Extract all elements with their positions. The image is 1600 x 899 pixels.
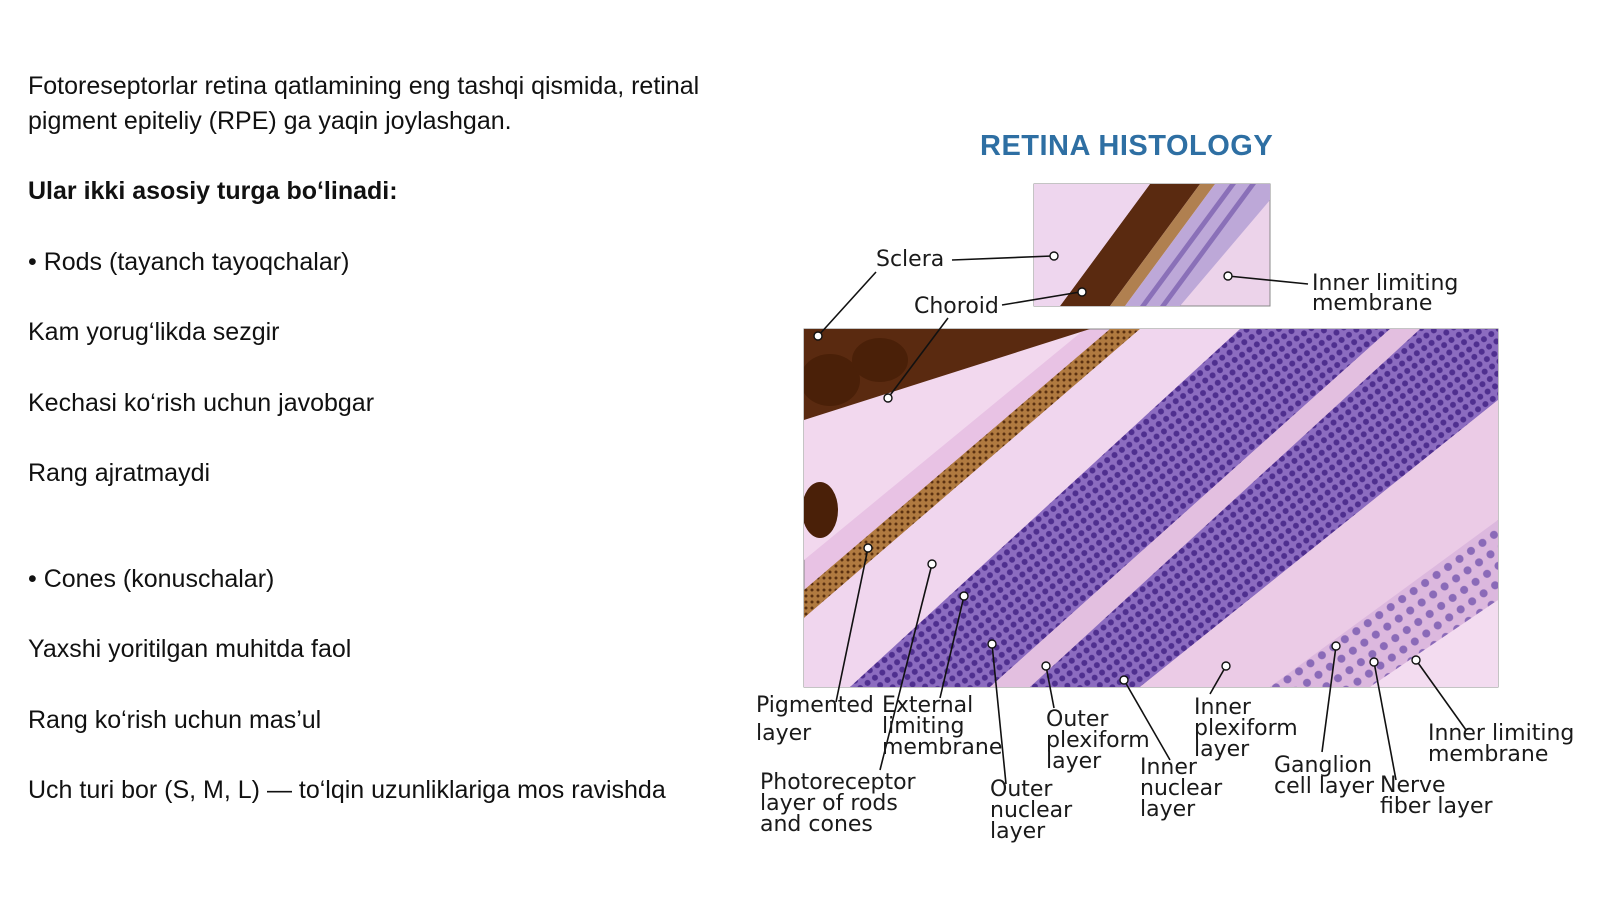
label-choroid: Choroid bbox=[914, 294, 999, 319]
figure-title: RETINA HISTOLOGY bbox=[980, 130, 1274, 162]
label-gcl-2: cell layer bbox=[1274, 774, 1375, 799]
label-inl-1: Inner bbox=[1140, 755, 1198, 780]
cones-title: • Cones (konuschalar) bbox=[28, 565, 275, 593]
label-onl-1: Outer bbox=[990, 777, 1053, 802]
label-onl-3: layer bbox=[990, 819, 1046, 844]
label-ipl-3: layer bbox=[1194, 737, 1250, 762]
label-ilm-top-2: membrane bbox=[1312, 291, 1432, 316]
figure-labels: Sclera Choroid Inner limiting membrane P… bbox=[756, 247, 1574, 844]
main-micrograph bbox=[803, 328, 1499, 688]
label-gcl-1: Ganglion bbox=[1274, 753, 1372, 778]
label-ipl-2: plexiform bbox=[1194, 716, 1298, 741]
cones-item-2: Rang ko‘rish uchun mas’ul bbox=[28, 706, 322, 734]
label-ilm-1: Inner limiting bbox=[1428, 721, 1574, 746]
label-pigmented-2: layer bbox=[756, 721, 812, 746]
label-ilm-2: membrane bbox=[1428, 742, 1548, 767]
label-inl-3: layer bbox=[1140, 797, 1196, 822]
label-opl-1: Outer bbox=[1046, 707, 1109, 732]
intro-line-2: pigment epiteliy (RPE) ga yaqin joylashg… bbox=[28, 107, 512, 135]
rods-item-3: Rang ajratmaydi bbox=[28, 459, 211, 487]
label-pigmented-1: Pigmented bbox=[756, 693, 874, 718]
cones-item-1: Yaxshi yoritilgan muhitda faol bbox=[28, 635, 352, 663]
section-heading: Ular ikki asosiy turga bo‘linadi: bbox=[28, 177, 398, 205]
label-nfl-2: fiber layer bbox=[1380, 794, 1494, 819]
label-ipl-1: Inner bbox=[1194, 695, 1252, 720]
label-inl-2: nuclear bbox=[1140, 776, 1223, 801]
intro-line-1: Fotoreseptorlar retina qatlamining eng t… bbox=[28, 72, 700, 100]
label-opl-3: layer bbox=[1046, 749, 1102, 774]
leader-lines bbox=[817, 255, 1467, 785]
label-elm-2: limiting bbox=[882, 714, 964, 739]
label-nfl-1: Nerve bbox=[1380, 773, 1446, 798]
label-photo-3: and cones bbox=[760, 812, 873, 837]
label-opl-2: plexiform bbox=[1046, 728, 1150, 753]
label-sclera: Sclera bbox=[876, 247, 944, 272]
label-onl-2: nuclear bbox=[990, 798, 1073, 823]
label-photo-2: layer of rods bbox=[760, 791, 898, 816]
leader-endpoints bbox=[813, 251, 1421, 685]
label-photo-1: Photoreceptor bbox=[760, 770, 917, 795]
cones-item-3: Uch turi bor (S, M, L) — to‘lqin uzunlik… bbox=[28, 776, 666, 804]
inset-micrograph bbox=[1033, 183, 1271, 307]
rods-title: • Rods (tayanch tayoqchalar) bbox=[28, 248, 350, 276]
rods-item-2: Kechasi ko‘rish uchun javobgar bbox=[28, 389, 375, 417]
label-elm-3: membrane bbox=[882, 735, 1002, 760]
rods-item-1: Kam yorug‘likda sezgir bbox=[28, 318, 280, 346]
label-ilm-top-1: Inner limiting bbox=[1312, 271, 1458, 296]
label-elm-1: External bbox=[882, 693, 973, 718]
